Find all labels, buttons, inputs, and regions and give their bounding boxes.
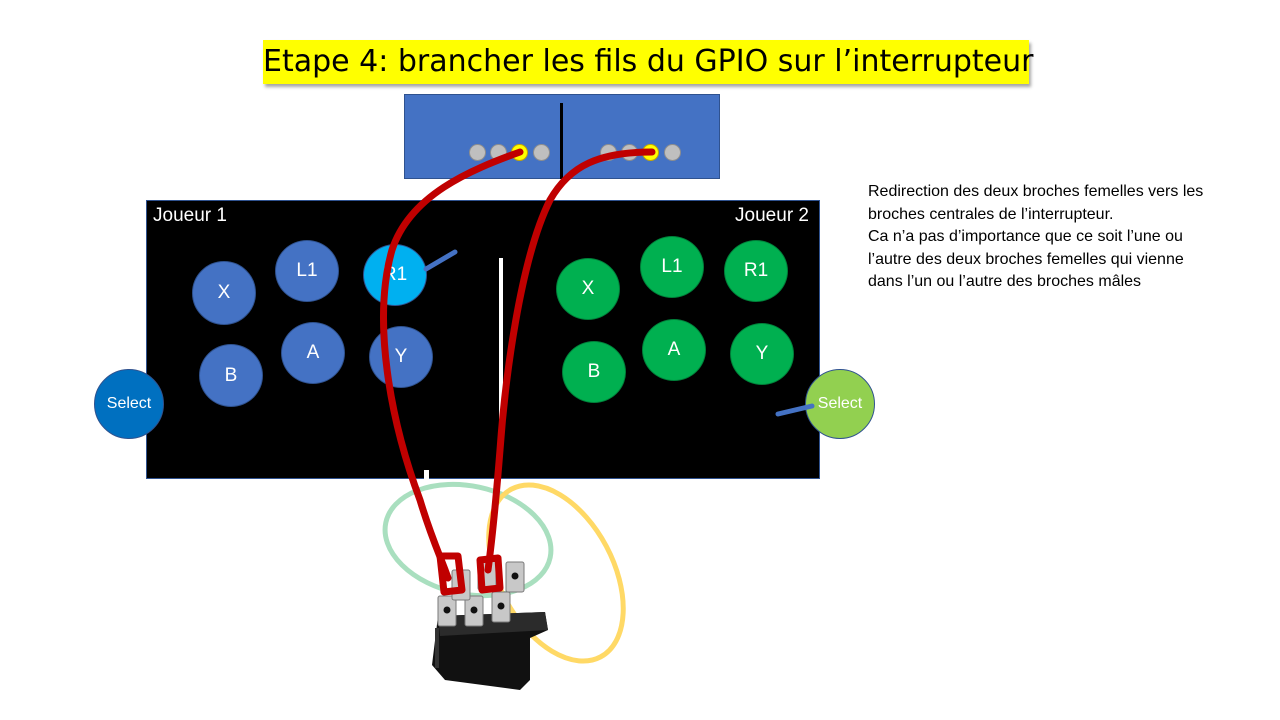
gpio-board xyxy=(404,94,720,179)
control-panel: Joueur 1 Joueur 2 X L1 R1 B A Y X L1 R1 … xyxy=(146,200,820,479)
player2-button-r1[interactable]: R1 xyxy=(724,240,788,302)
wire-icon xyxy=(380,148,656,596)
player2-select-button[interactable]: Select xyxy=(805,369,875,439)
player1-button-b[interactable]: B xyxy=(199,344,263,407)
note-line-1: Redirection des deux broches femelles ve… xyxy=(868,183,1204,223)
player2-button-b[interactable]: B xyxy=(562,341,626,403)
panel-divider xyxy=(499,258,503,435)
page-title: Etape 4: brancher les fils du GPIO sur l… xyxy=(263,40,1033,84)
gpio-pin xyxy=(469,144,486,161)
note-line-2: Ca n’a pas d’importance que ce soit l’un… xyxy=(868,228,1184,290)
player2-label: Joueur 2 xyxy=(735,205,809,226)
player1-button-y[interactable]: Y xyxy=(369,326,433,388)
instruction-note: Redirection des deux broches femelles ve… xyxy=(868,181,1213,294)
player2-button-y[interactable]: Y xyxy=(730,323,794,385)
player2-button-l1[interactable]: L1 xyxy=(640,236,704,298)
gpio-divider xyxy=(560,103,563,179)
player1-select-button[interactable]: Select xyxy=(94,369,164,439)
player2-button-a[interactable]: A xyxy=(642,319,706,381)
probe-wire-icon xyxy=(423,249,458,272)
probe-wire-icon xyxy=(775,403,815,417)
panel-notch xyxy=(424,470,429,482)
player1-label: Joueur 1 xyxy=(153,205,227,226)
rocker-switch-icon xyxy=(432,559,548,690)
player2-button-x[interactable]: X xyxy=(556,258,620,320)
player1-button-x[interactable]: X xyxy=(192,261,256,325)
player1-button-l1[interactable]: L1 xyxy=(275,240,339,302)
gpio-pin xyxy=(533,144,550,161)
gpio-pin xyxy=(664,144,681,161)
player1-button-a[interactable]: A xyxy=(281,322,345,384)
